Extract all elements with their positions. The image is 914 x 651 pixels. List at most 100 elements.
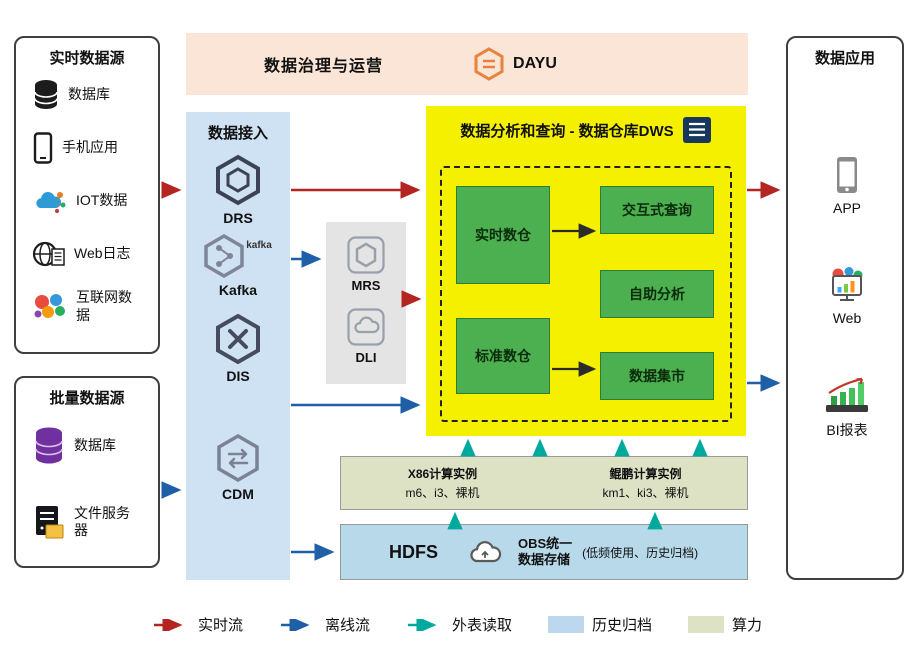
dws-header: 数据分析和查询 - 数据仓库DWS	[426, 106, 746, 144]
drs-label: DRS	[223, 210, 253, 226]
red-arrow-icon	[153, 618, 183, 631]
list-item: Web日志	[16, 227, 158, 280]
dis-icon	[214, 314, 262, 364]
legend: 实时流 离线流 外表读取 历史归档 算力	[0, 614, 914, 635]
mrs-icon	[347, 236, 385, 274]
database-icon	[32, 79, 60, 111]
legend-label: 实时流	[197, 617, 243, 634]
self-service-analysis-node: 自助分析	[600, 270, 714, 318]
mrs-service: MRS	[326, 236, 406, 293]
dayu-block: DAYU	[473, 47, 557, 81]
interactive-query-node: 交互式查询	[600, 186, 714, 234]
compute-group-title: 鲲鹏计算实例	[609, 467, 682, 481]
cdm-label: CDM	[222, 486, 254, 502]
data-ingestion-panel: 数据接入 DRS kafka Kafka DIS	[186, 112, 290, 580]
cdm-icon	[215, 434, 261, 482]
blue-arrow-icon	[280, 618, 310, 631]
legend-external: 外表读取	[406, 614, 512, 635]
list-item: 互联网数据	[16, 280, 158, 333]
panel-title: 数据应用	[814, 50, 875, 67]
dis-service: DIS	[186, 314, 290, 384]
web-monitor-icon	[825, 266, 869, 304]
dayu-icon	[473, 47, 505, 81]
governance-title: 数据治理与运营	[264, 58, 384, 75]
obs-title-block: OBS统一 数据存储	[518, 536, 572, 569]
list-item: Web	[788, 266, 906, 326]
list-item: BI报表	[788, 376, 906, 440]
source-label: 手机应用	[62, 138, 118, 155]
legend-archive: 历史归档	[548, 614, 652, 635]
compute-swatch	[688, 616, 725, 633]
obs-note: (低频使用、历史归档)	[582, 545, 699, 560]
list-item: 文件服务器	[16, 484, 158, 560]
teal-arrow-icon	[407, 618, 437, 631]
mobile-app-icon	[32, 131, 54, 164]
file-server-icon	[32, 504, 66, 540]
kunpeng-compute-group: 鲲鹏计算实例 km1、ki3、裸机	[544, 457, 747, 509]
web-log-icon	[32, 239, 66, 269]
kafka-logo-text: kafka	[246, 240, 272, 251]
legend-label: 算力	[732, 617, 763, 634]
dayu-label: DAYU	[513, 55, 557, 72]
panel-title: 数据接入	[207, 125, 268, 142]
list-item: 数据库	[16, 68, 158, 121]
obs-title-line2: 数据存储	[518, 552, 571, 567]
list-item: APP	[788, 156, 906, 216]
document-icon	[682, 116, 712, 144]
standard-warehouse-node: 标准数仓	[456, 318, 550, 394]
hdfs-label: HDFS	[389, 541, 438, 562]
dws-title: 数据分析和查询 - 数据仓库DWS	[460, 122, 674, 140]
realtime-sources-panel: 实时数据源 数据库 手机应用 IOT数据 Web日志	[14, 36, 160, 354]
legend-offline: 离线流	[279, 614, 370, 635]
compute-group-title: X86计算实例	[407, 467, 478, 481]
kafka-icon	[204, 234, 248, 278]
dli-icon	[347, 308, 385, 346]
app-label: BI报表	[826, 422, 868, 438]
legend-realtime: 实时流	[152, 614, 243, 635]
panel-title: 批量数据源	[49, 390, 125, 407]
database-stack-icon	[32, 426, 66, 466]
realtime-warehouse-node: 实时数仓	[456, 186, 550, 284]
dli-service: DLI	[326, 308, 406, 365]
obs-cloud-icon	[466, 538, 504, 566]
iot-icon	[32, 187, 68, 215]
internet-data-icon	[32, 293, 68, 321]
mrs-label: MRS	[351, 278, 381, 293]
app-label: APP	[832, 200, 861, 216]
compute-group-subtitle: m6、i3、裸机	[405, 486, 480, 500]
source-label: 文件服务器	[74, 504, 130, 539]
kafka-service: kafka Kafka	[186, 234, 290, 298]
data-applications-panel: 数据应用 APP Web BI报表	[786, 36, 904, 580]
data-mart-node: 数据集市	[600, 352, 714, 400]
storage-panel: HDFS OBS统一 数据存储 (低频使用、历史归档)	[340, 524, 748, 580]
app-label: Web	[832, 310, 862, 326]
batch-sources-panel: 批量数据源 数据库 文件服务器	[14, 376, 160, 568]
dli-label: DLI	[355, 350, 377, 365]
dws-inner-border	[440, 166, 732, 422]
panel-title: 实时数据源	[49, 50, 125, 67]
legend-label: 离线流	[324, 617, 370, 634]
legend-compute: 算力	[688, 614, 762, 635]
obs-title-line1: OBS统一	[518, 535, 573, 551]
processing-panel: MRS DLI	[326, 222, 406, 384]
drs-icon	[214, 154, 262, 206]
legend-label: 外表读取	[451, 617, 512, 634]
bi-report-icon	[824, 376, 870, 414]
compute-group-subtitle: km1、ki3、裸机	[602, 486, 689, 500]
governance-banner: 数据治理与运营 DAYU	[186, 33, 748, 95]
source-label: 互联网数据	[76, 289, 132, 323]
cdm-service: CDM	[186, 434, 290, 502]
app-phone-icon	[835, 156, 859, 194]
source-label: 数据库	[68, 85, 110, 102]
list-item: 数据库	[16, 408, 158, 484]
legend-label: 历史归档	[592, 617, 653, 634]
list-item: 手机应用	[16, 121, 158, 174]
source-label: IOT数据	[76, 191, 128, 208]
archive-swatch	[548, 616, 584, 633]
list-item: IOT数据	[16, 174, 158, 227]
source-label: Web日志	[74, 244, 131, 261]
x86-compute-group: X86计算实例 m6、i3、裸机	[341, 457, 544, 509]
compute-instances-panel: X86计算实例 m6、i3、裸机 鲲鹏计算实例 km1、ki3、裸机	[340, 456, 748, 510]
drs-service: DRS	[186, 154, 290, 226]
